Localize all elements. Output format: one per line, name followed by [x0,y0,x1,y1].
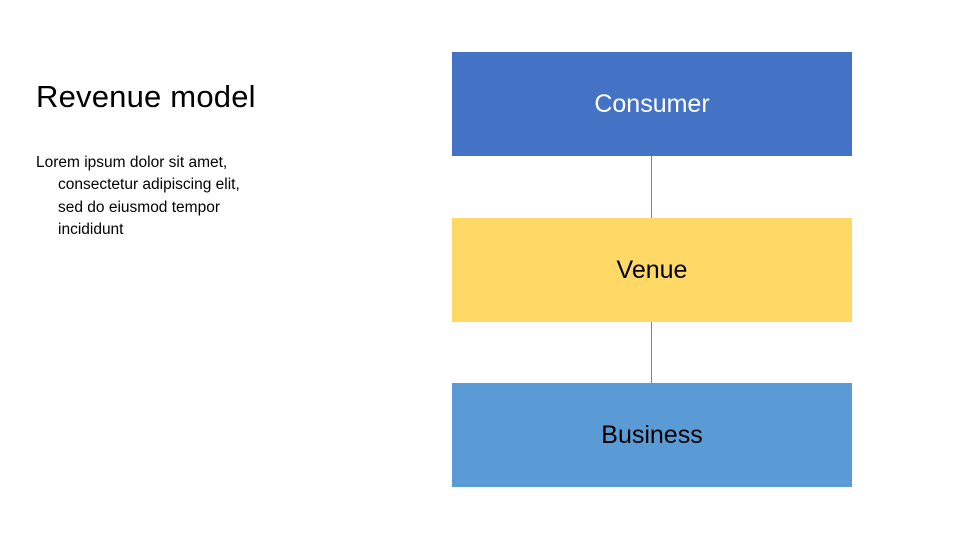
connector-venue-to-business [651,322,653,383]
diagram-node-venue-label: Venue [616,256,688,284]
body-text-block: Lorem ipsum dolor sit amet, consectetur … [36,152,336,242]
body-text-line-1: Lorem ipsum dolor sit amet, [36,154,228,171]
body-text-line-3: sed do eiusmod tempor [58,198,220,216]
page-title: Revenue model [36,79,256,114]
diagram-node-business[interactable]: Business [452,383,852,487]
connector-consumer-to-venue [651,156,653,218]
diagram-node-business-label: Business [601,421,703,449]
diagram-node-consumer[interactable]: Consumer [452,52,852,156]
body-text-line-4: incididunt [58,221,124,239]
diagram-node-consumer-label: Consumer [594,90,710,118]
body-text-line-2: consectetur adipiscing elit, [58,176,240,194]
diagram-node-venue[interactable]: Venue [452,218,852,322]
flow-diagram: Consumer Venue Business [452,52,852,487]
